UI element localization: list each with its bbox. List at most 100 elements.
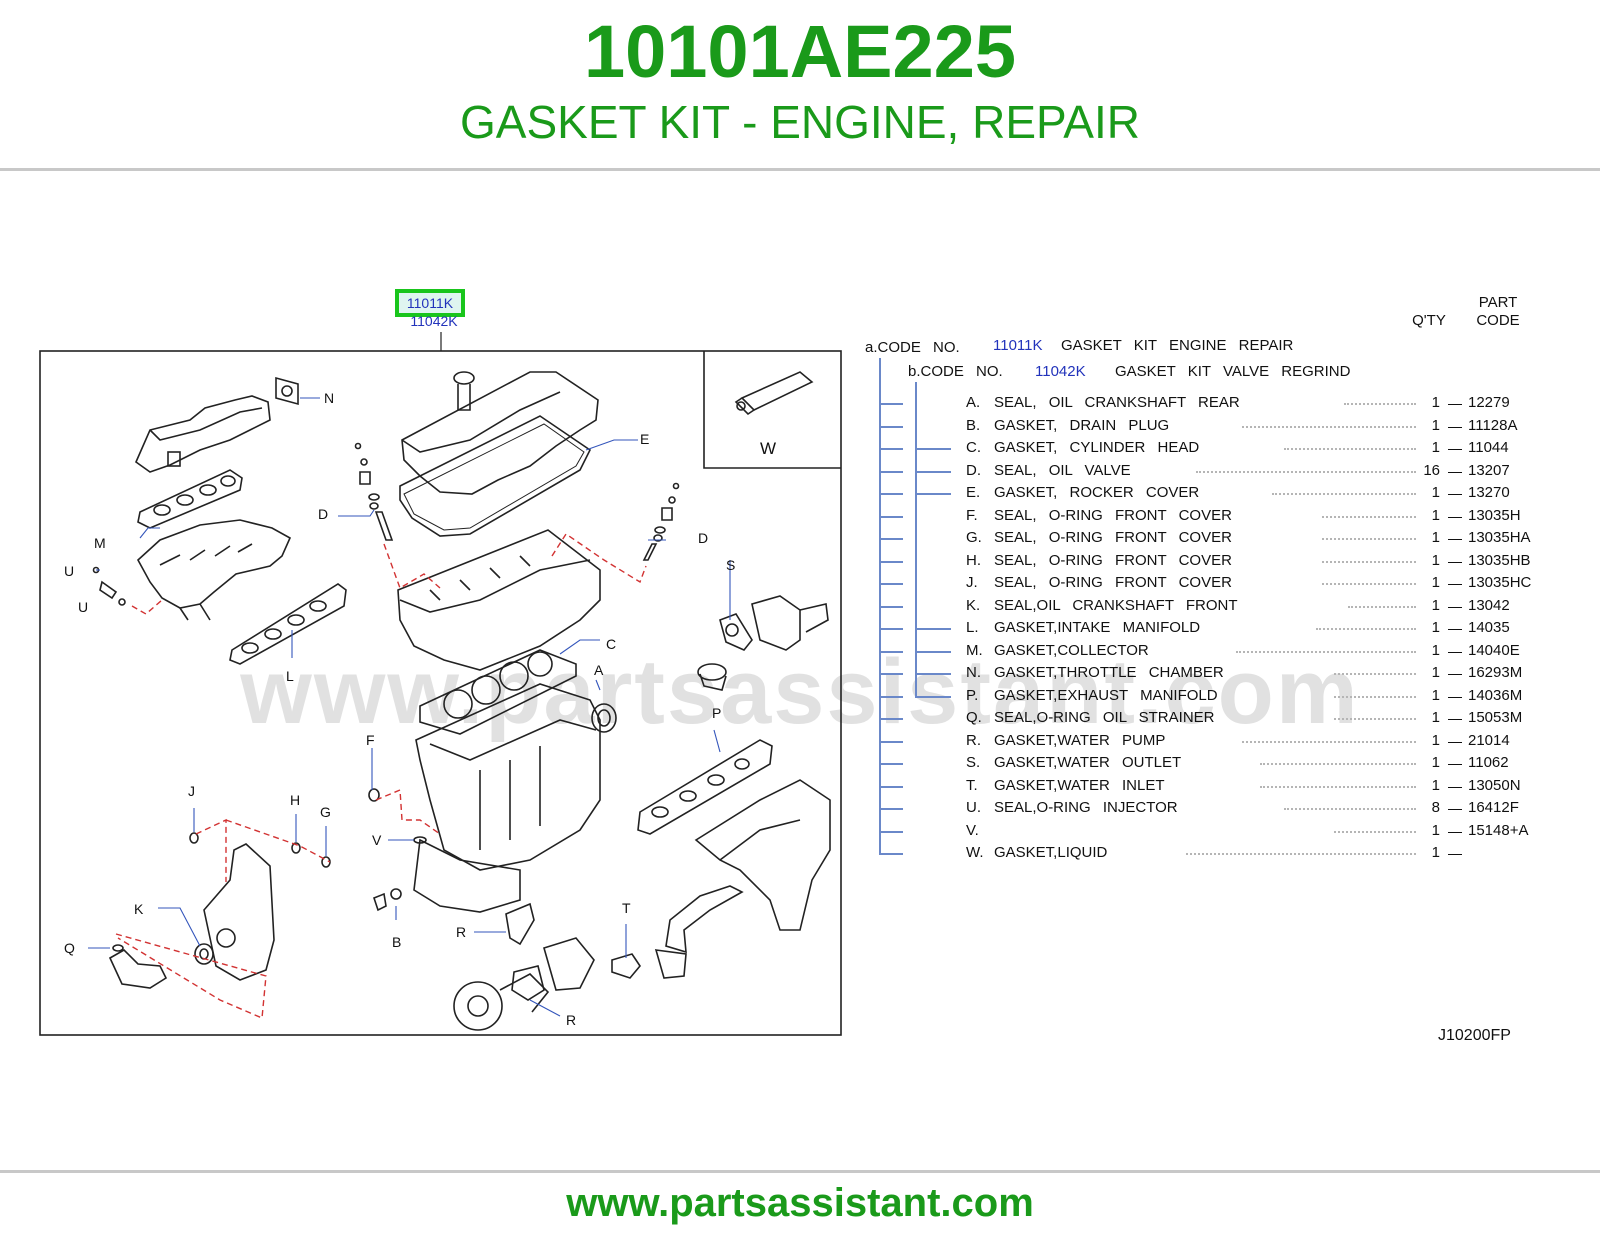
part-code[interactable]: 11128A (1468, 417, 1518, 434)
label-b: B (392, 934, 401, 950)
label-e: E (640, 431, 649, 447)
label-d-right: D (698, 530, 708, 546)
part-code[interactable]: 13035HC (1468, 574, 1532, 591)
throttle-gasket (275, 376, 299, 406)
kit-b-code[interactable]: 11042K (1035, 363, 1086, 380)
cylinder-block (415, 683, 601, 871)
part-letter: W. (966, 844, 984, 861)
kit-a-code[interactable]: 11011K (993, 337, 1043, 354)
part-letter: R. (966, 732, 981, 749)
part-letter: V. (966, 822, 979, 839)
label-r-bottom: R (566, 1012, 576, 1028)
label-u-top: U (64, 563, 74, 579)
kit-a-name: GASKET KIT ENGINE REPAIR (1061, 337, 1294, 354)
part-qty: 8 (1431, 799, 1440, 816)
part-qty: 16 (1423, 462, 1440, 479)
label-g: G (320, 804, 331, 820)
part-qty: 1 (1431, 664, 1440, 681)
part-qty: 1 (1431, 754, 1440, 771)
label-l: L (286, 668, 294, 684)
part-code[interactable]: 13270 (1468, 484, 1510, 501)
footer-url[interactable]: www.partsassistant.com (566, 1181, 1034, 1225)
part-code[interactable]: 16293M (1468, 664, 1523, 681)
part-description-title: GASKET KIT - ENGINE, REPAIR (460, 96, 1140, 148)
part-name: GASKET,LIQUID (994, 844, 1108, 861)
part-qty: 1 (1431, 394, 1440, 411)
part-qty: 1 (1431, 709, 1440, 726)
part-code[interactable]: 14035 (1468, 619, 1510, 636)
part-name: SEAL,O-RING OIL STRAINER (994, 709, 1215, 726)
part-name: GASKET,WATER PUMP (994, 732, 1166, 749)
part-code[interactable]: 13042 (1468, 597, 1510, 614)
part-letter: U. (966, 799, 981, 816)
part-letter: T. (966, 777, 978, 794)
column-header-part-line2: CODE (1476, 312, 1520, 329)
part-letter: L. (966, 619, 979, 636)
part-code[interactable]: 14040E (1468, 642, 1520, 659)
label-t: T (622, 900, 631, 916)
part-qty: 1 (1431, 844, 1440, 861)
diagram-frame (39, 350, 842, 1036)
part-code[interactable]: 13035H (1468, 507, 1521, 524)
liquid-gasket-tube (734, 371, 814, 416)
part-code[interactable]: 13050N (1468, 777, 1521, 794)
part-qty: 1 (1431, 417, 1440, 434)
part-letter: M. (966, 642, 983, 659)
footer-divider (0, 1170, 1600, 1173)
exhaust-manifold-gasket (637, 739, 773, 835)
kit-b-bracket (915, 382, 917, 698)
part-letter: A. (966, 394, 981, 411)
selected-kit-code[interactable]: 11011K (395, 289, 465, 317)
part-qty: 1 (1431, 552, 1440, 569)
column-header-part-line1: PART (1478, 294, 1518, 311)
inset-box (703, 351, 841, 469)
oil-pan (413, 838, 521, 913)
part-number-title: 10101AE225 (583, 10, 1017, 93)
label-u-bottom: U (78, 599, 88, 615)
part-name: SEAL, OIL VALVE (994, 462, 1131, 479)
part-qty: 1 (1431, 822, 1440, 839)
part-name: SEAL,O-RING INJECTOR (994, 799, 1178, 816)
part-code[interactable]: 14036M (1468, 687, 1523, 704)
part-name: GASKET,WATER OUTLET (994, 754, 1182, 771)
figure-code: J10200FP (1438, 1027, 1511, 1044)
exhaust-manifold (694, 779, 831, 931)
part-code[interactable]: 15148+A (1468, 822, 1529, 839)
part-code[interactable]: 16412F (1468, 799, 1519, 816)
part-letter: E. (966, 484, 981, 501)
part-qty: 1 (1431, 484, 1440, 501)
part-letter: P. (966, 687, 979, 704)
cylinder-head (397, 529, 601, 671)
part-code[interactable]: 12279 (1468, 394, 1510, 411)
part-code[interactable]: 13035HA (1468, 529, 1531, 546)
part-name: GASKET, DRAIN PLUG (994, 417, 1170, 434)
valve-parts-left (354, 442, 394, 541)
part-code[interactable]: 13207 (1468, 462, 1510, 479)
part-code[interactable]: 15053M (1468, 709, 1523, 726)
cylinder-head-gasket (419, 649, 577, 735)
front-cover (203, 843, 275, 981)
header-divider (0, 168, 1600, 171)
label-n: N (324, 390, 334, 406)
part-letter: B. (966, 417, 981, 434)
intake-collector (135, 395, 271, 473)
part-name: SEAL, O-RING FRONT COVER (994, 529, 1232, 546)
label-a: A (594, 662, 604, 678)
part-letter: C. (966, 439, 981, 456)
part-name: SEAL, OIL CRANKSHAFT REAR (994, 394, 1240, 411)
part-name: GASKET, CYLINDER HEAD (994, 439, 1200, 456)
part-letter: J. (966, 574, 978, 591)
kit-b-prefix: b.CODE NO. (908, 363, 1003, 380)
intake-manifold-gasket (229, 583, 347, 665)
part-code[interactable]: 13035HB (1468, 552, 1531, 569)
part-name: GASKET,THROTTLE CHAMBER (994, 664, 1224, 681)
part-code[interactable]: 11062 (1468, 754, 1509, 771)
label-k: K (134, 901, 144, 917)
label-d-left: D (318, 506, 328, 522)
label-p: P (712, 705, 721, 721)
part-code[interactable]: 11044 (1468, 439, 1509, 456)
part-letter: F. (966, 507, 978, 524)
part-code[interactable]: 21014 (1468, 732, 1510, 749)
secondary-kit-code[interactable]: 11042K (410, 313, 458, 329)
